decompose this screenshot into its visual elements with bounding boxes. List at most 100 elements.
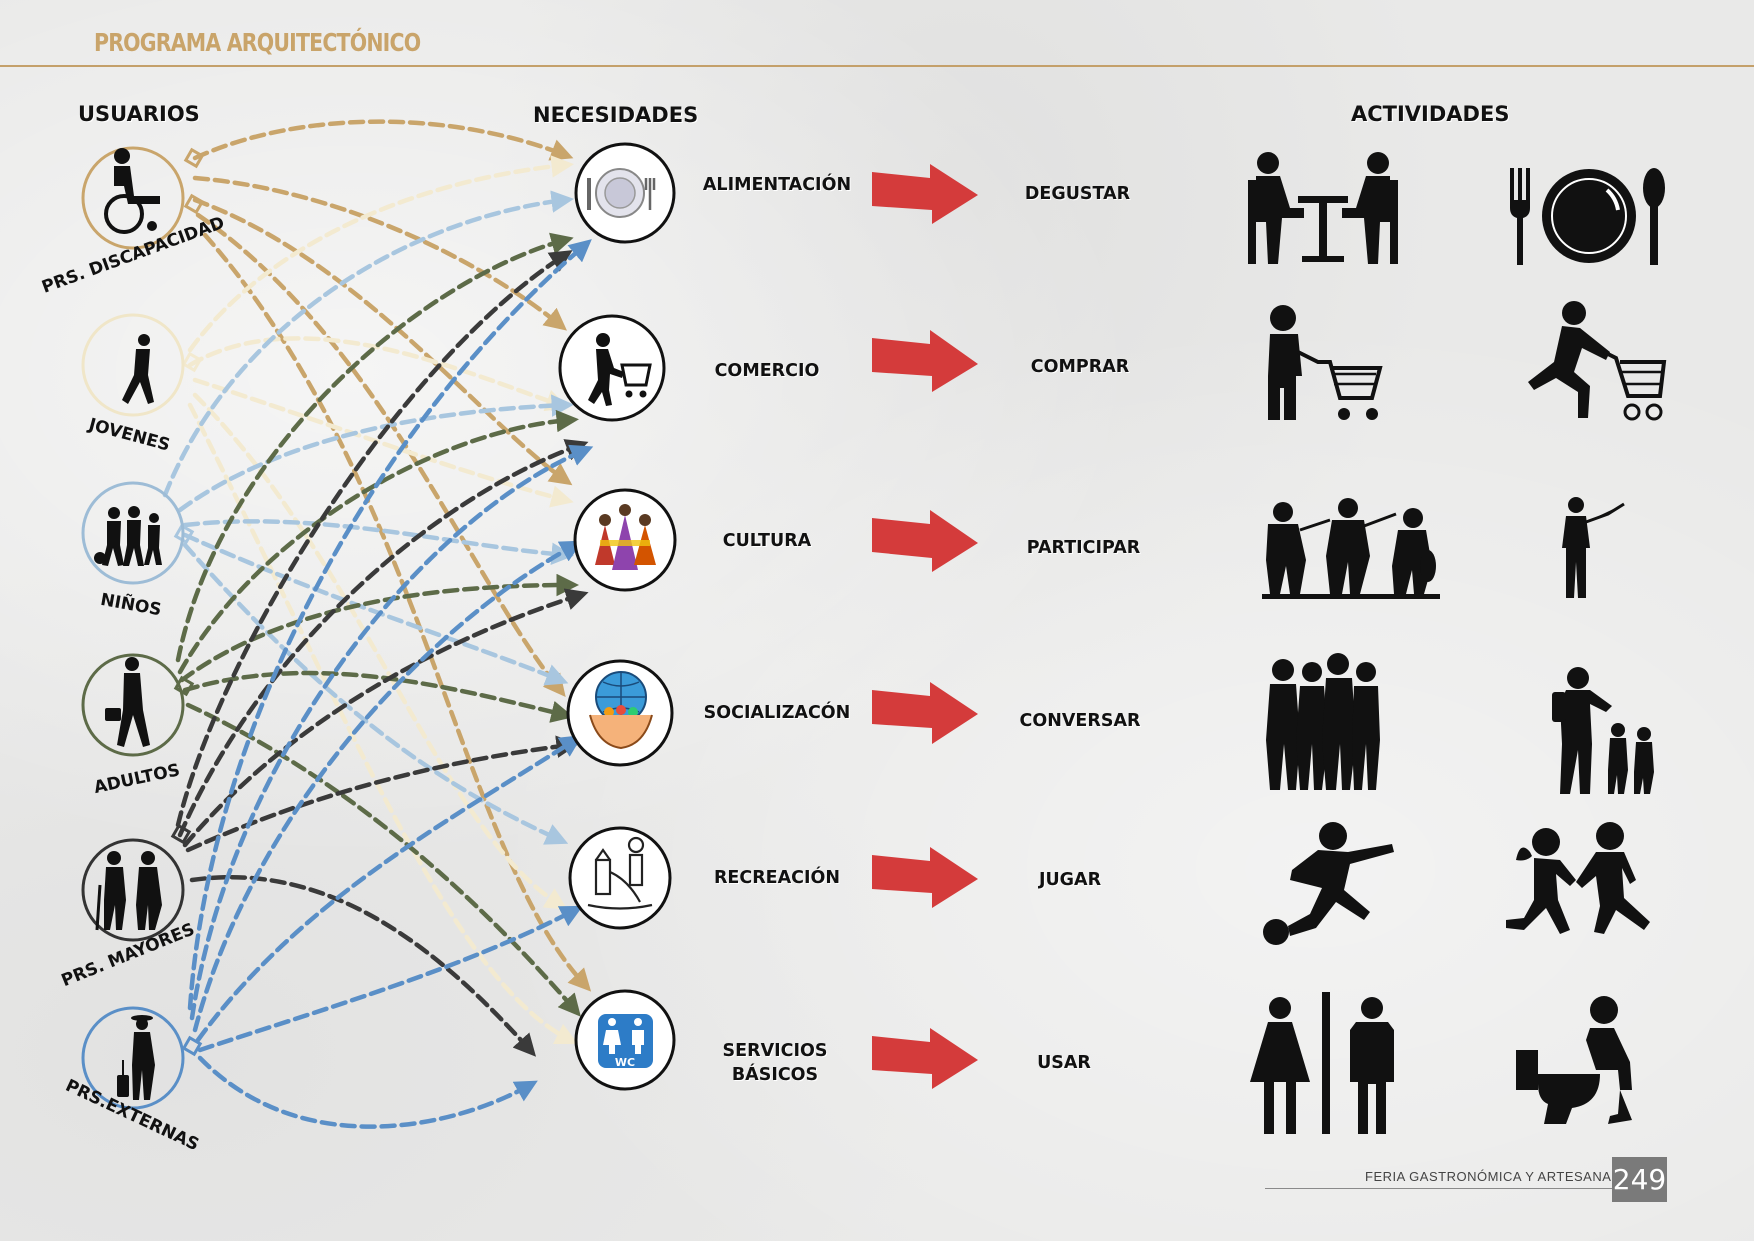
connector-arrows	[162, 119, 594, 1129]
need-label-recreacion: RECREACIÓN	[713, 868, 841, 888]
soccer-player-icon	[1263, 822, 1394, 945]
page-title: PROGRAMA ARQUITECTÓNICO	[94, 28, 421, 57]
user-adultos: ADULTOS	[81, 653, 185, 798]
connector-mayores-servicios	[189, 874, 537, 1057]
kids-running-icon	[1506, 822, 1650, 934]
elderly-couple-icon	[95, 851, 162, 931]
connector-adultos-cultura	[179, 573, 579, 683]
user-ring-adultos	[81, 653, 185, 757]
user-jovenes: JOVENES	[81, 313, 185, 456]
connector-discapacidad-alimentacion	[192, 119, 574, 161]
user-ring-jovenes	[81, 313, 185, 417]
need-label-servicios: SERVICIOS BÁSICOS	[722, 1041, 828, 1085]
young-person-walking-icon	[122, 334, 154, 404]
user-ninos: NIÑOS	[81, 481, 185, 620]
running-shopper-icon	[1528, 301, 1667, 421]
red-arrow-icon	[872, 164, 978, 224]
activity-label-participar: PARTICIPAR	[1026, 538, 1141, 558]
connector-adultos-servicios	[185, 702, 581, 1017]
toilet-user-icon	[1516, 996, 1632, 1124]
connector-adultos-alimentacion	[175, 232, 574, 663]
globe-hands-community-icon	[589, 671, 653, 750]
user-ring-ninos	[81, 481, 185, 585]
user-label: PRS.EXTERNAS	[62, 1076, 202, 1155]
connector-adultos-comercio	[177, 409, 579, 675]
red-arrows	[872, 164, 978, 1089]
need-label-comercio: COMERCIO	[714, 361, 820, 381]
user-discapacidad: PRS. DISCAPACIDAD	[39, 146, 227, 298]
adult-greeting-children-icon	[1552, 667, 1654, 794]
user-label: ADULTOS	[92, 760, 182, 798]
activity-label-jugar: JUGAR	[1038, 870, 1102, 890]
origin-marker-ninos	[173, 523, 195, 545]
group-talking-icon	[1266, 653, 1380, 790]
red-arrow-icon	[872, 330, 978, 392]
connector-mayores-alimentacion	[175, 250, 573, 828]
connector-ninos-cultura	[182, 519, 574, 566]
need-label-cultura: CULTURA	[722, 531, 812, 551]
connector-discapacidad-cultura	[192, 197, 573, 486]
connector-ninos-recreacion	[182, 542, 569, 845]
connector-externas-comercio	[189, 444, 594, 1021]
footer-divider	[1265, 1188, 1661, 1189]
plate-cutlery-icon	[587, 168, 656, 218]
red-arrow-icon	[872, 510, 978, 572]
adult-with-briefcase-icon	[105, 657, 150, 747]
restroom-sign-icon	[1250, 992, 1394, 1134]
children-playing-icon	[94, 506, 162, 566]
need-servicios: WC	[574, 989, 676, 1091]
connector-externas-socializacion	[195, 735, 583, 1043]
need-label-alimentacion: ALIMENTACIÓN	[702, 175, 852, 195]
musicians-ensemble-icon	[1262, 498, 1440, 599]
user-mayores: PRS. MAYORES	[59, 838, 198, 992]
connector-ninos-comercio	[177, 394, 574, 513]
users-column: PRS. DISCAPACIDAD JOVENES NIÑOS	[39, 146, 227, 1155]
connector-externas-alimentacion	[187, 239, 592, 1011]
need-socializacion	[566, 659, 674, 767]
need-comercio	[558, 314, 666, 422]
svg-text:WC: WC	[615, 1056, 635, 1069]
red-arrow-icon	[872, 847, 978, 908]
user-ring-mayores	[81, 838, 185, 942]
origin-marker-discapacidad	[183, 147, 205, 169]
connector-mayores-comercio	[177, 439, 589, 838]
shopping-cart-person-icon	[588, 333, 652, 406]
connector-jovenes-comercio	[187, 336, 569, 412]
activity-label-comprar: COMPRAR	[1030, 357, 1130, 377]
fork-plate-spoon-icon	[1510, 168, 1665, 265]
users-column-heading: USUARIOS	[78, 102, 200, 126]
connector-jovenes-servicios	[187, 402, 579, 1045]
playground-icon	[587, 836, 653, 910]
user-label: PRS. DISCAPACIDAD	[39, 213, 227, 298]
user-label: PRS. MAYORES	[59, 920, 198, 992]
title-divider	[0, 65, 1754, 67]
origin-marker-discapacidad-2	[183, 193, 205, 215]
red-arrow-icon	[872, 682, 978, 744]
activity-label-usar: USAR	[1037, 1053, 1091, 1073]
connector-discapacidad-servicios	[202, 232, 592, 992]
wheelchair-user-icon	[104, 148, 160, 234]
activity-label-conversar: CONVERSAR	[1019, 711, 1141, 731]
user-ring-externas	[81, 1006, 185, 1110]
people-dining-icon	[1248, 152, 1398, 264]
user-label: NIÑOS	[99, 587, 164, 620]
red-arrow-icon	[872, 1028, 978, 1089]
connector-externas-servicios	[197, 1055, 538, 1129]
connector-externas-cultura	[192, 540, 583, 1033]
conductor-icon	[1562, 497, 1625, 598]
man-with-cart-icon	[1268, 305, 1383, 420]
activity-icons	[1248, 152, 1667, 1134]
connector-ninos-socializacion	[182, 532, 569, 686]
need-label-socializacion: SOCIALIZACÓN	[703, 703, 851, 723]
wc-restroom-icon: WC	[598, 1014, 653, 1069]
need-recreacion	[568, 826, 672, 930]
need-alimentacion	[574, 142, 676, 244]
connector-externas-recreacion	[197, 905, 583, 1053]
user-externas: PRS.EXTERNAS	[62, 1006, 202, 1155]
footer-publication-title: FERIA GASTRONÓMICA Y ARTESANAL	[1365, 1169, 1620, 1184]
needs-column: WC	[558, 142, 677, 1091]
connector-origin-markers	[170, 147, 205, 1057]
page-number: 249	[1612, 1157, 1667, 1202]
activities-column-heading: ACTIVIDADES	[1351, 102, 1510, 126]
